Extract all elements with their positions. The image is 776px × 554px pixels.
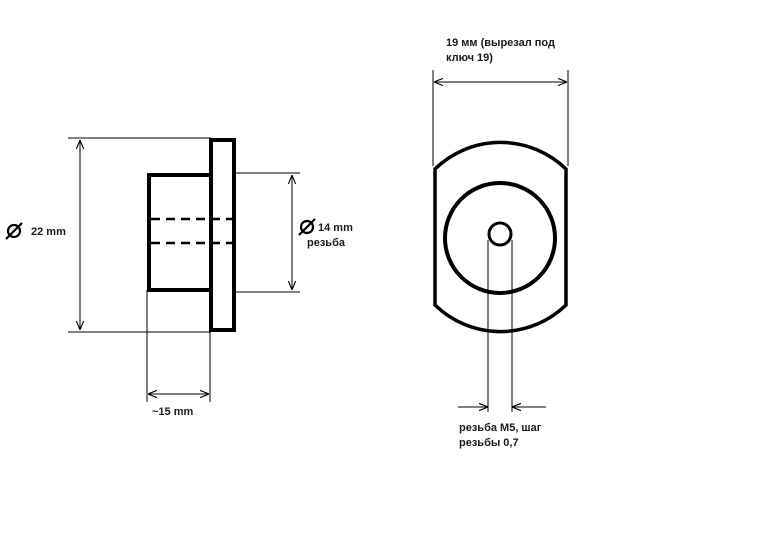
front-view: 19 мм (вырезал под ключ 19) резьба М5, ш… xyxy=(432,37,569,449)
side-view: 22 mm 14 mm резьба ~15 mm xyxy=(5,137,353,418)
width-label-line2: ключ 19) xyxy=(446,52,493,64)
center-hole xyxy=(487,221,513,247)
thread-label: резьба xyxy=(307,237,346,249)
flange-outline-front xyxy=(433,140,568,334)
hole-label-line2: резьбы 0,7 xyxy=(459,437,519,449)
outer-diameter-label: 22 mm xyxy=(31,226,66,238)
length-label: ~15 mm xyxy=(152,406,193,418)
inner-diameter-label: 14 mm xyxy=(318,222,353,234)
threaded-body-outline xyxy=(147,173,213,292)
flange-outline xyxy=(209,138,236,332)
diameter-symbol-icon xyxy=(5,222,23,240)
hole-label-line1: резьба М5, шаг xyxy=(459,422,542,434)
diameter-symbol-icon xyxy=(298,218,316,236)
width-label-line1: 19 мм (вырезал под xyxy=(446,37,555,49)
body-circle xyxy=(443,181,557,295)
